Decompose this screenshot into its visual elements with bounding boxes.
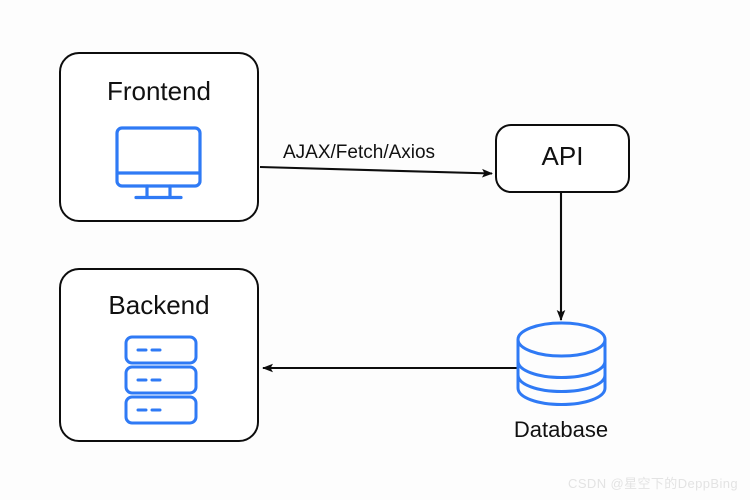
api-label: API xyxy=(541,141,584,171)
database-cylinder-icon xyxy=(516,321,607,406)
edge-frontend-to-api xyxy=(259,165,493,178)
api-node[interactable] xyxy=(495,124,630,193)
backend-label: Backend xyxy=(108,290,210,320)
database-label: Database xyxy=(513,417,609,442)
frontend-label: Frontend xyxy=(106,76,212,106)
csdn-watermark: CSDN @星空下的DeppBing xyxy=(568,476,738,491)
edge-label-ajax-fetch-axios: AJAX/Fetch/Axios xyxy=(283,142,436,163)
